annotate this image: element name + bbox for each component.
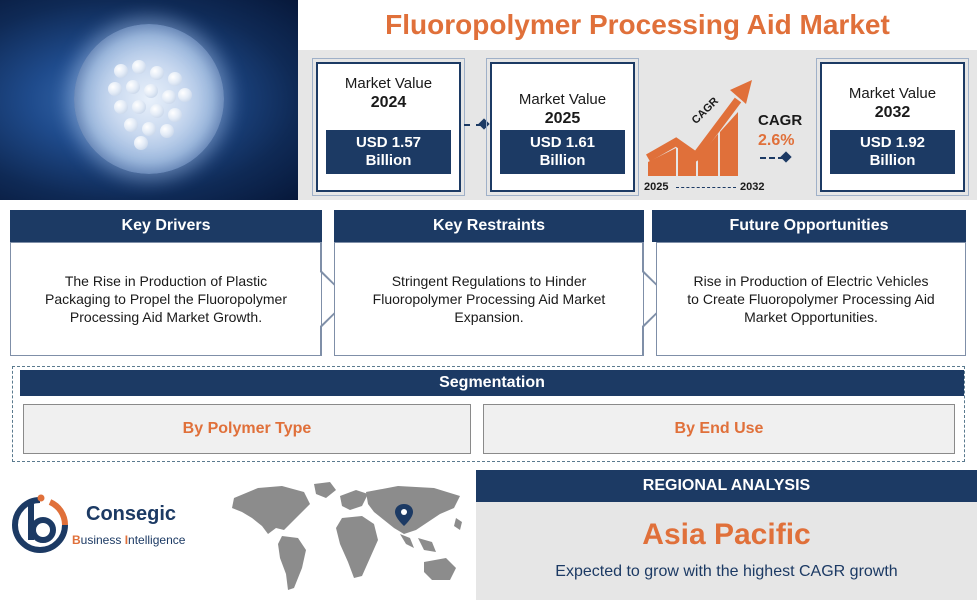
segmentation-frame xyxy=(12,366,965,462)
market-value-label: Market Value xyxy=(344,75,433,92)
region-name: Asia Pacific xyxy=(642,518,811,551)
connector-dot xyxy=(780,151,792,163)
segmentation-heading: Segmentation xyxy=(20,370,964,396)
cagr-start-year: 2025 xyxy=(644,181,669,193)
segment-by-end-use: By End Use xyxy=(483,404,955,454)
cagr-growth-icon: CAGR xyxy=(646,80,752,176)
value-line1: USD 1.92 xyxy=(859,134,926,151)
market-value-amount: USD 1.57 Billion xyxy=(326,130,451,174)
regional-analysis-body: Asia Pacific Expected to grow with the h… xyxy=(476,502,977,600)
segment-by-polymer-type: By Polymer Type xyxy=(23,404,471,454)
market-value-amount: USD 1.61 Billion xyxy=(500,130,625,174)
market-value-card-2024: Market Value 2024 USD 1.57 Billion xyxy=(312,58,465,196)
regional-analysis-heading: REGIONAL ANALYSIS xyxy=(476,470,977,502)
key-restraints-heading: Key Restraints xyxy=(334,210,644,242)
hero-image xyxy=(0,0,298,200)
market-value-year: 2025 xyxy=(544,110,581,127)
market-value-amount: USD 1.92 Billion xyxy=(830,130,955,174)
pellet-bowl xyxy=(74,24,224,174)
market-value-label: Market Value xyxy=(848,85,937,102)
cagr-chart-label: CAGR xyxy=(690,95,721,126)
future-opportunities-text: Rise in Production of Electric Vehicles … xyxy=(656,242,966,356)
market-value-card-2032: Market Value 2032 USD 1.92 Billion xyxy=(816,58,969,196)
future-opportunities-heading: Future Opportunities xyxy=(652,210,966,242)
value-line1: USD 1.57 xyxy=(355,134,422,151)
page-title: Fluoropolymer Processing Aid Market xyxy=(385,9,890,40)
value-line2: Billion xyxy=(539,152,586,169)
market-value-label: Market Value xyxy=(518,91,607,108)
market-value-year: 2032 xyxy=(874,104,911,121)
key-drivers-text: The Rise in Production of Plastic Packag… xyxy=(10,242,322,356)
value-line2: Billion xyxy=(869,152,916,169)
connector-dot xyxy=(478,118,490,130)
consegic-logo-icon xyxy=(12,494,69,553)
region-description: Expected to grow with the highest CAGR g… xyxy=(555,563,898,580)
connector-line xyxy=(760,157,784,159)
cagr-title: CAGR xyxy=(758,112,803,129)
logo-name: Consegic xyxy=(86,503,177,525)
cagr-value: 2.6% xyxy=(758,132,795,149)
cagr-end-year: 2032 xyxy=(740,181,765,193)
logo-tagline: Business Intelligence xyxy=(72,533,186,547)
connector-line xyxy=(464,124,482,126)
key-restraints-text: Stringent Regulations to Hinder Fluoropo… xyxy=(334,242,644,356)
market-stats-strip: Market Value 2024 USD 1.57 Billion Marke… xyxy=(298,50,977,200)
map-pin-icon xyxy=(395,504,413,526)
cagr-timeline xyxy=(676,187,736,188)
world-map xyxy=(232,482,462,590)
market-value-card-2025: Market Value 2025 USD 1.61 Billion xyxy=(486,58,639,196)
value-line1: USD 1.61 xyxy=(529,134,596,151)
market-value-year: 2024 xyxy=(370,94,407,111)
key-drivers-heading: Key Drivers xyxy=(10,210,322,242)
value-line2: Billion xyxy=(365,152,412,169)
